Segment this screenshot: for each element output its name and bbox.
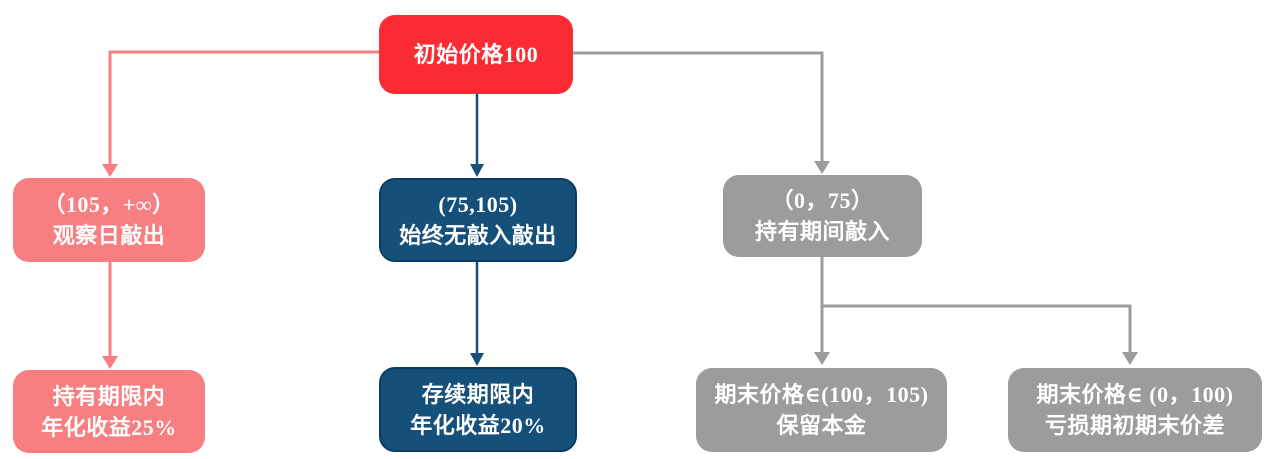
node-initial-price-label: 初始价格100: [413, 42, 539, 67]
node-knock-out-label: 观察日敲出: [52, 223, 166, 248]
node-no-knock: (75,105) 始终无敲入敲出: [379, 178, 577, 262]
arrowhead-hold-principal: [814, 352, 830, 365]
node-knock-in-label: 持有期间敲入: [754, 219, 890, 244]
node-result-loss-line2: 亏损期初期末价差: [1044, 413, 1225, 438]
node-knock-out: （105，+∞） 观察日敲出: [13, 178, 205, 262]
node-result-knock-out-line1: 持有期限内: [52, 383, 166, 409]
node-result-hold-principal-line1: 期末价格∈(100，105): [714, 382, 929, 407]
node-result-knock-out: 持有期限内 年化收益25%: [13, 370, 205, 453]
connector-root-to-knockout: [108, 50, 379, 164]
arrowhead-noknock-result: [470, 353, 484, 366]
node-initial-price: 初始价格100: [379, 15, 573, 94]
node-knock-out-range: （105，+∞）: [43, 192, 175, 217]
arrowhead-knockout: [102, 164, 118, 177]
node-result-hold-principal: 期末价格∈(100，105) 保留本金: [696, 368, 947, 452]
node-result-no-knock-line1: 存续期限内: [421, 381, 535, 407]
node-result-hold-principal-line2: 保留本金: [776, 413, 867, 438]
arrowhead-knockout-result: [102, 356, 118, 369]
node-result-knock-out-line2: 年化收益25%: [41, 414, 177, 440]
node-result-no-knock: 存续期限内 年化收益20%: [379, 367, 577, 452]
arrowhead-knockin: [814, 161, 830, 174]
node-result-loss-line1: 期末价格∈ (0，100): [1036, 382, 1234, 407]
node-knock-in-range: （0，75）: [771, 188, 874, 213]
connector-root-to-knockin: [573, 51, 824, 161]
arrowhead-noknock: [470, 164, 484, 177]
node-knock-in: （0，75） 持有期间敲入: [723, 175, 922, 257]
node-result-loss: 期末价格∈ (0，100) 亏损期初期末价差: [1008, 368, 1262, 452]
node-no-knock-label: 始终无敲入敲出: [399, 223, 557, 248]
node-result-no-knock-line2: 年化收益20%: [410, 412, 546, 438]
connector-knockin-tree: [820, 257, 1132, 352]
arrowhead-loss: [1122, 352, 1138, 365]
node-no-knock-range: (75,105): [438, 192, 518, 217]
